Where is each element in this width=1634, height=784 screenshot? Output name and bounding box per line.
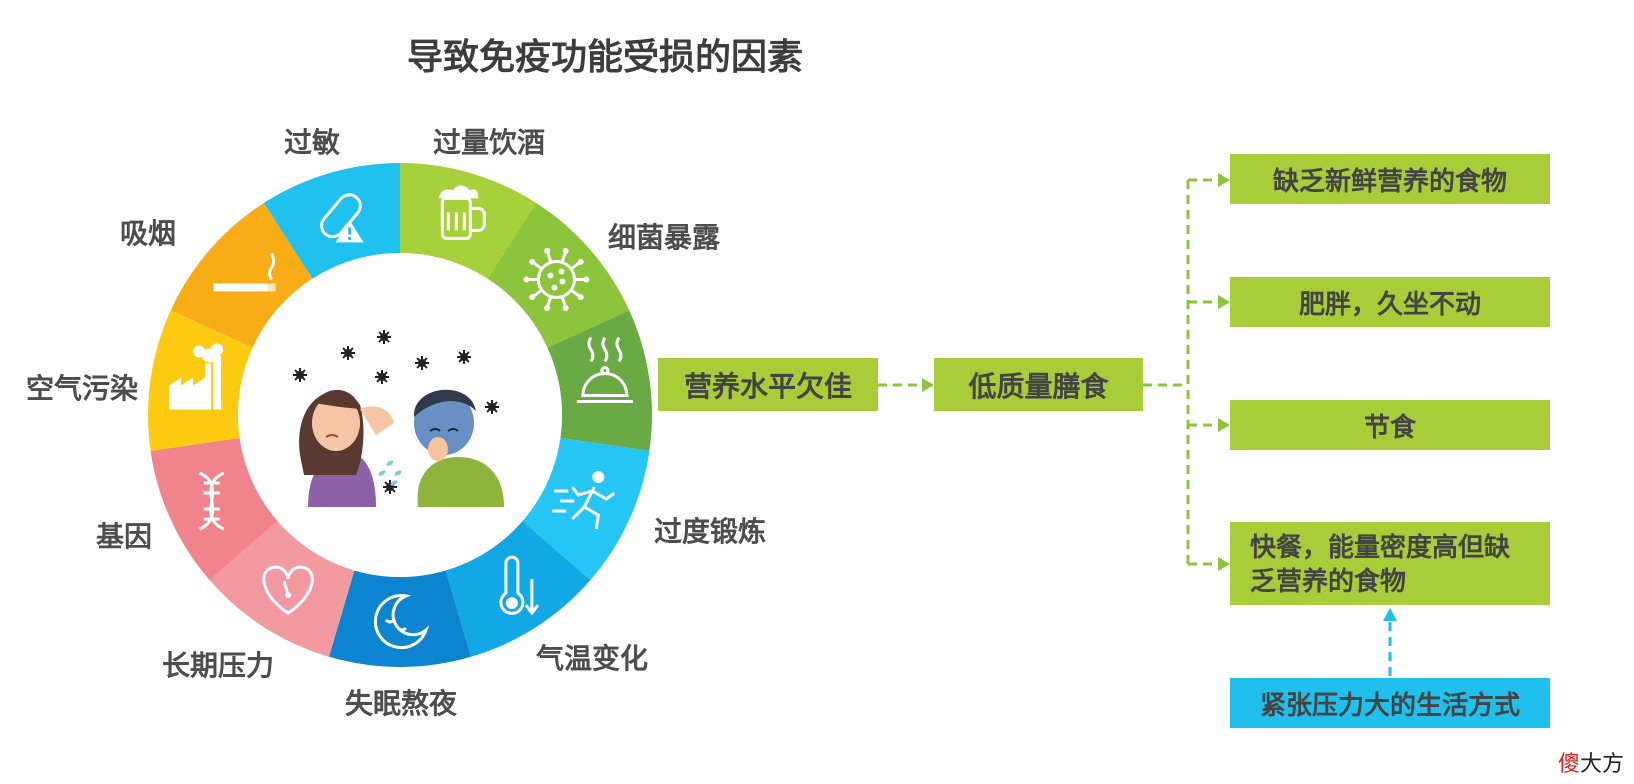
heart-gauge-icon	[262, 565, 314, 615]
ring-segment-7	[209, 521, 355, 657]
cause-box-2: 肥胖，久坐不动	[1230, 277, 1550, 327]
ring-segment-10	[170, 203, 313, 348]
ring-label-5: 气温变化	[535, 643, 649, 674]
ring-segment-6	[329, 570, 471, 668]
watermark-rest: 大方	[1579, 751, 1624, 776]
arrowhead-cause-3	[1218, 418, 1230, 432]
ring-label-1: 过量饮酒	[432, 127, 546, 158]
beer-mug-icon	[438, 185, 486, 240]
ring-label-7: 长期压力	[161, 650, 275, 681]
factory-icon	[169, 343, 224, 410]
ring-segment-11	[263, 163, 400, 279]
nutrition-box: 营养水平欠佳	[658, 358, 878, 411]
lifestyle-box: 紧张压力大的生活方式	[1230, 678, 1550, 728]
ring-label-4: 过度锻炼	[653, 516, 767, 547]
ring-center	[238, 253, 562, 577]
ring-label-11: 过敏	[283, 127, 341, 158]
food-cloche-icon	[576, 336, 633, 404]
cigarette-icon	[213, 252, 276, 292]
sick-people-illustration-icon	[293, 330, 504, 507]
moon-icon	[373, 594, 430, 650]
ring-label-9: 空气污染	[25, 373, 139, 404]
ring-label-2: 细菌暴露	[607, 222, 721, 253]
ring-label-10: 吸烟	[119, 218, 177, 249]
running-person-icon	[552, 470, 616, 530]
low-quality-diet-box: 低质量膳食	[934, 358, 1143, 411]
ring-label-8: 基因	[95, 521, 153, 552]
ring-segment-3	[547, 310, 653, 451]
cause-box-4: 快餐，能量密度高但缺乏营养的食物	[1230, 522, 1550, 605]
cause-box-1: 缺乏新鲜营养的食物	[1230, 154, 1550, 204]
arrowhead-cause-2	[1218, 295, 1230, 309]
factor-ring	[148, 163, 653, 668]
ring-segment-1	[400, 163, 537, 279]
arrowhead-diet	[922, 378, 934, 392]
page-title: 导致免疫功能受损的因素	[406, 36, 803, 77]
dna-icon	[199, 471, 225, 531]
cause-box-3: 节食	[1230, 400, 1550, 450]
watermark-red: 傻	[1557, 751, 1580, 776]
watermark: 傻大方	[1555, 746, 1626, 778]
arrowhead-cause-1	[1218, 173, 1230, 187]
arrowhead-cause-4	[1218, 557, 1230, 571]
arrowhead-lifestyle	[1383, 608, 1397, 621]
pill-warning-icon	[320, 193, 364, 243]
ring-segment-9	[148, 310, 253, 451]
bacteria-icon	[523, 247, 590, 311]
ring-label-6: 失眠熬夜	[344, 688, 458, 719]
thermometer-icon	[499, 555, 540, 616]
ring-segment-2	[487, 203, 630, 348]
